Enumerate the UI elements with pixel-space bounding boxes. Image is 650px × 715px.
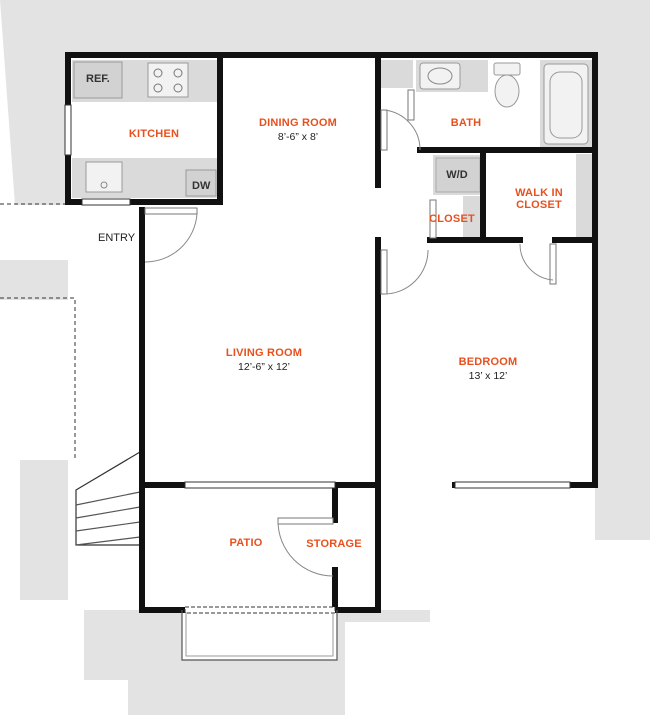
closet-label: CLOSET (429, 213, 475, 225)
living-room-size: 12’-6” x 12’ (238, 361, 290, 373)
walkin-closet-shelf (576, 154, 592, 240)
dining-room-size: 8’-6” x 8’ (278, 131, 318, 143)
dishwasher-icon (185, 169, 217, 197)
windows (64, 104, 571, 614)
washer-dryer-icon (435, 157, 481, 193)
patio-extension (182, 608, 337, 660)
kitchen-sink-icon (85, 161, 123, 193)
entry-stairs (75, 450, 141, 546)
living-room-label: LIVING ROOM (226, 347, 302, 359)
bath-sink-icon (419, 62, 461, 90)
closet-shelf (463, 196, 481, 240)
bedroom-size: 13’ x 12’ (469, 370, 508, 382)
doors (144, 89, 557, 577)
dining-room-label: DINING ROOM (259, 117, 337, 129)
bedroom-label: BEDROOM (459, 356, 518, 368)
storage-label: STORAGE (306, 538, 362, 550)
ref-label: REF. (86, 73, 110, 85)
refrigerator-icon (73, 61, 123, 99)
walkin-closet-label-line1: WALK IN (515, 187, 563, 199)
walkin-closet-label-line2: CLOSET (516, 199, 562, 211)
patio-label: PATIO (230, 537, 263, 549)
wd-label: W/D (446, 169, 467, 181)
patio-railing-inner (185, 612, 334, 657)
bath-label: BATH (451, 117, 482, 129)
entry-label: ENTRY (98, 232, 136, 244)
toilet-icon (493, 62, 521, 108)
dw-label: DW (192, 180, 211, 192)
bathtub-icon (543, 63, 589, 145)
patio-railing (181, 610, 338, 661)
kitchen-label: KITCHEN (129, 128, 179, 140)
stove-icon (147, 62, 189, 98)
exterior-railing (0, 203, 76, 460)
